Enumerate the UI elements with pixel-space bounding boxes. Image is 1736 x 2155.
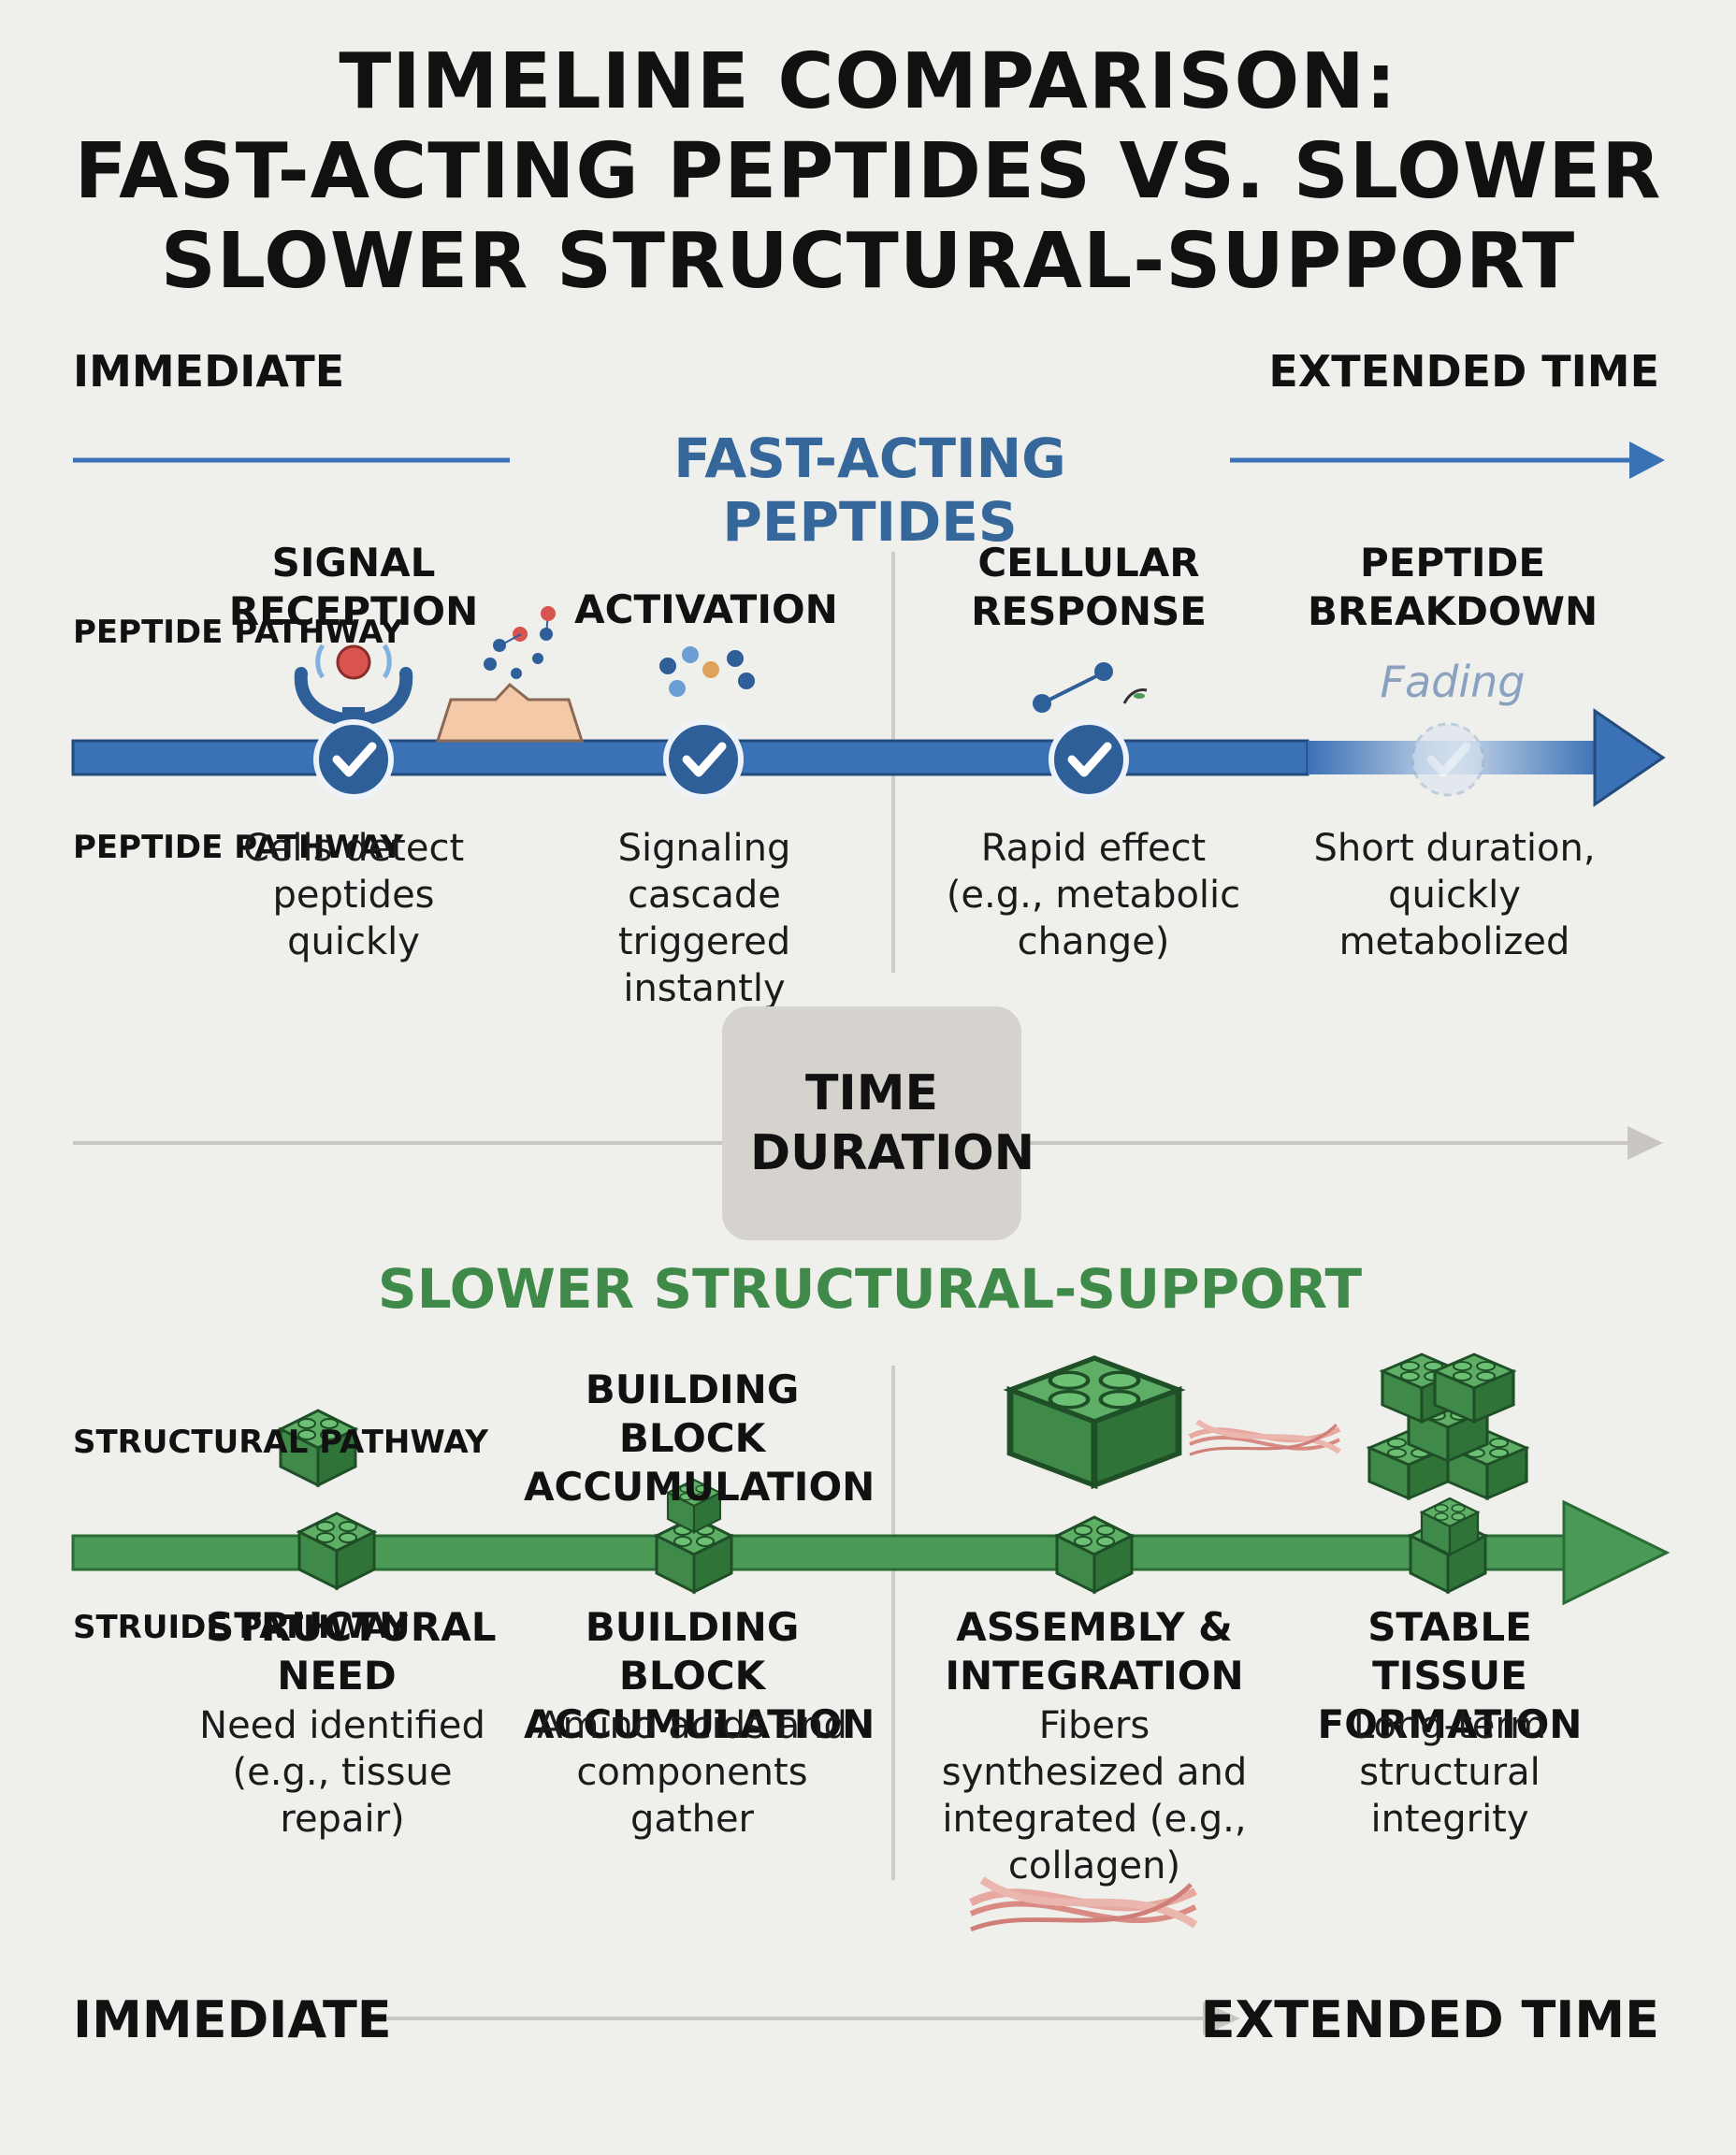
cell-surface-icon — [435, 682, 585, 743]
stage-assembly-integration: ASSEMBLY & INTEGRATION — [945, 1604, 1244, 1699]
desc-signal-reception: Cells detect peptides quickly — [242, 827, 465, 963]
desc-assembly-integration: Fibers synthesized and integrated (e.g.,… — [941, 1704, 1248, 1887]
fast-side-label-top: PEPTIDE PATHWAY — [73, 614, 403, 651]
bottom-axis-end-label: EXTENDED TIME — [1200, 1990, 1659, 2049]
desc-peptide-breakdown: Short duration, quickly metabolized — [1313, 827, 1596, 963]
bottom-axis-start-label: IMMEDIATE — [73, 1990, 392, 2049]
time-duration-box: TIME DURATION — [722, 1006, 1035, 1240]
top-axis-start-label: IMMEDIATE — [73, 346, 345, 397]
upper-building-block-label: BUILDING BLOCK ACCUMULATION — [524, 1367, 875, 1510]
fast-section-heading: FAST-ACTING PEPTIDES — [673, 427, 1066, 554]
stage-signal-reception: SIGNAL RECEPTION — [228, 540, 479, 634]
stage-stable-tissue-formation: STABLE TISSUE FORMATION — [1317, 1604, 1583, 1747]
slow-pathway-arrowhead — [1562, 1499, 1671, 1606]
fast-header-arrowhead — [1629, 441, 1665, 479]
stage-structural-need: STRUCTURAL NEED — [206, 1604, 497, 1699]
title-line-3: SLOWER STRUCTURAL-SUPPORT — [160, 217, 1576, 306]
checkmark-icon-2 — [663, 719, 744, 800]
desc-stable-tissue-formation: Long-term structural integrity — [1353, 1704, 1547, 1841]
stage-building-block-accumulation: BUILDING BLOCK ACCUMULATION — [524, 1604, 875, 1747]
activation-molecules-icon — [659, 646, 755, 697]
collagen-fiber-icon-1 — [1190, 1422, 1339, 1454]
bond-icon — [1033, 662, 1148, 713]
stage-cellular-response: CELLULAR RESPONSE — [971, 540, 1207, 634]
checkmark-icon-3 — [1049, 719, 1129, 800]
stage-peptide-breakdown: PEPTIDE BREAKDOWN — [1308, 540, 1599, 634]
time-duration-label: TIME DURATION — [750, 1065, 1035, 1181]
time-axis-arrowhead — [1628, 1126, 1663, 1160]
desc-structural-need: Need identified (e.g., tissue repair) — [199, 1704, 485, 1841]
title-line-2: FAST-ACTING PEPTIDES VS. SLOWER — [74, 127, 1662, 216]
title-line-1: TIMELINE COMPARISON: — [339, 37, 1397, 126]
top-axis-end-label: EXTENDED TIME — [1268, 346, 1659, 397]
building-block-icon-1 — [297, 1511, 376, 1590]
slow-pathway-bar — [71, 1534, 1571, 1571]
desc-activation: Signaling cascade triggered instantly — [617, 827, 791, 1010]
checkmark-icon-faded — [1410, 722, 1485, 797]
slow-section-heading: SLOWER STRUCTURAL-SUPPORT — [377, 1257, 1363, 1321]
fast-pathway-arrowhead — [1593, 708, 1666, 807]
desc-cellular-response: Rapid effect (e.g., metabolic change) — [946, 827, 1241, 963]
molecules-icon — [484, 606, 556, 679]
page-title: TIMELINE COMPARISON: FAST-ACTING PEPTIDE… — [0, 37, 1736, 307]
fast-side-label-bottom: PEPTIDE PATHWAY — [73, 829, 403, 866]
bottom-axis-arrowhead — [1203, 2002, 1240, 2035]
stage-activation: ACTIVATION — [574, 586, 838, 632]
block-stack-icon — [1367, 1352, 1528, 1500]
checkmark-icon-1 — [313, 719, 394, 800]
slow-side-label-bottom: STRUIDE PATHWAY — [73, 1609, 409, 1646]
desc-building-block-accumulation: Amino acids and components gather — [537, 1704, 847, 1841]
fading-label: Fading — [1380, 657, 1526, 707]
building-block-icon-3 — [1055, 1515, 1134, 1594]
slow-side-label-top: STRUCTURAL PATHWAY — [73, 1424, 488, 1461]
large-block-icon — [1010, 1358, 1179, 1485]
